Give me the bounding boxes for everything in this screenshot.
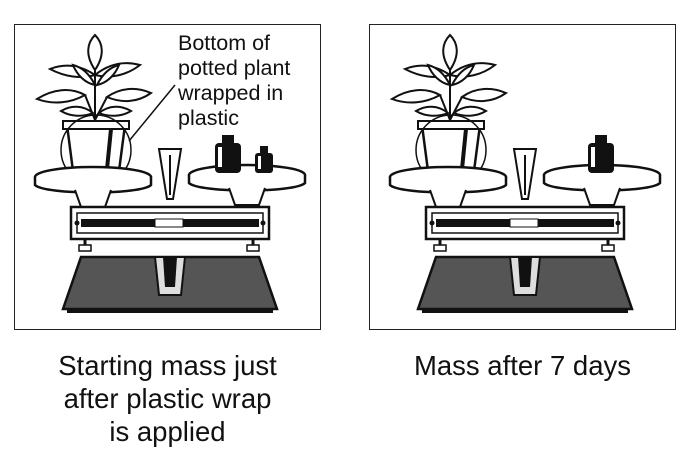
- flower-pot: [420, 123, 482, 173]
- potted-plant: [34, 33, 154, 121]
- balance-illustration-right: [388, 33, 662, 313]
- left-caption-line-3: is applied: [109, 416, 226, 447]
- right-caption: Mass after 7 days: [369, 349, 676, 382]
- right-caption-line-1: Mass after 7 days: [413, 350, 632, 381]
- balance-illustration-left: [33, 33, 307, 313]
- left-caption-line-1: Starting mass just: [58, 350, 277, 381]
- plastic-wrap-callout: Bottom of potted plant wrapped in plasti…: [178, 31, 318, 131]
- callout-leader-line: [128, 84, 176, 142]
- large-weight: [215, 135, 241, 173]
- flower-pot: [65, 123, 127, 173]
- callout-line-4: plastic: [178, 106, 239, 130]
- left-caption-line-2: after plastic wrap: [63, 383, 272, 414]
- left-balance-panel: Bottom of potted plant wrapped in plasti…: [14, 24, 321, 330]
- potted-plant: [389, 33, 509, 121]
- large-weight: [588, 135, 614, 173]
- callout-line-3: wrapped in: [178, 81, 284, 105]
- left-caption: Starting mass just after plastic wrap is…: [14, 349, 321, 448]
- callout-line-1: Bottom of: [178, 31, 271, 55]
- callout-line-2: potted plant: [178, 56, 291, 80]
- right-balance-panel: [369, 24, 676, 330]
- small-weight: [255, 146, 273, 173]
